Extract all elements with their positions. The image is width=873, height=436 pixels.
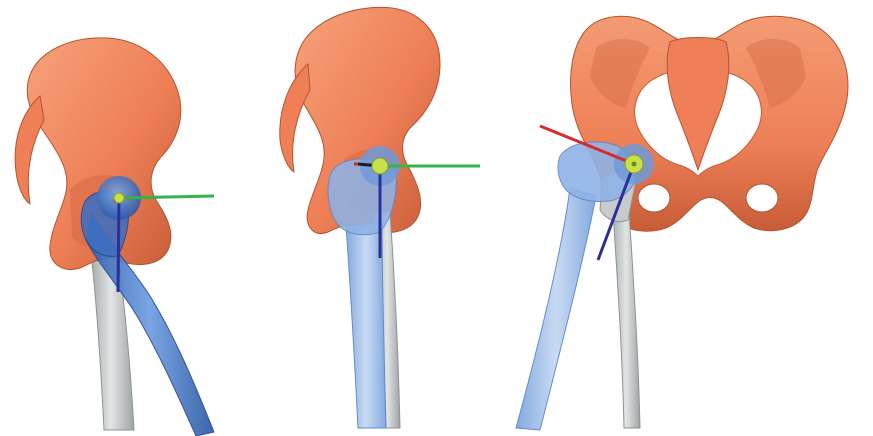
- view-anterior: [500, 0, 873, 436]
- femur-blue-shaft: [516, 188, 596, 430]
- axis-z: [118, 198, 119, 292]
- obturator-foramen-right: [746, 184, 778, 212]
- joint-center-marker: [372, 158, 388, 174]
- pelvis-iliac-spine: [280, 64, 310, 172]
- view-lateral: [0, 0, 290, 436]
- view-lateral-flexed-svg: [250, 0, 530, 436]
- obturator-foramen-left: [638, 184, 670, 212]
- axis-y: [119, 196, 214, 198]
- joint-center-marker: [114, 193, 124, 203]
- pelvis-iliac-spine: [15, 96, 44, 204]
- joint-center-dot: [632, 162, 637, 167]
- view-lateral-svg: [0, 0, 290, 436]
- view-lateral-flexed: [250, 0, 530, 436]
- view-anterior-svg: [500, 0, 873, 436]
